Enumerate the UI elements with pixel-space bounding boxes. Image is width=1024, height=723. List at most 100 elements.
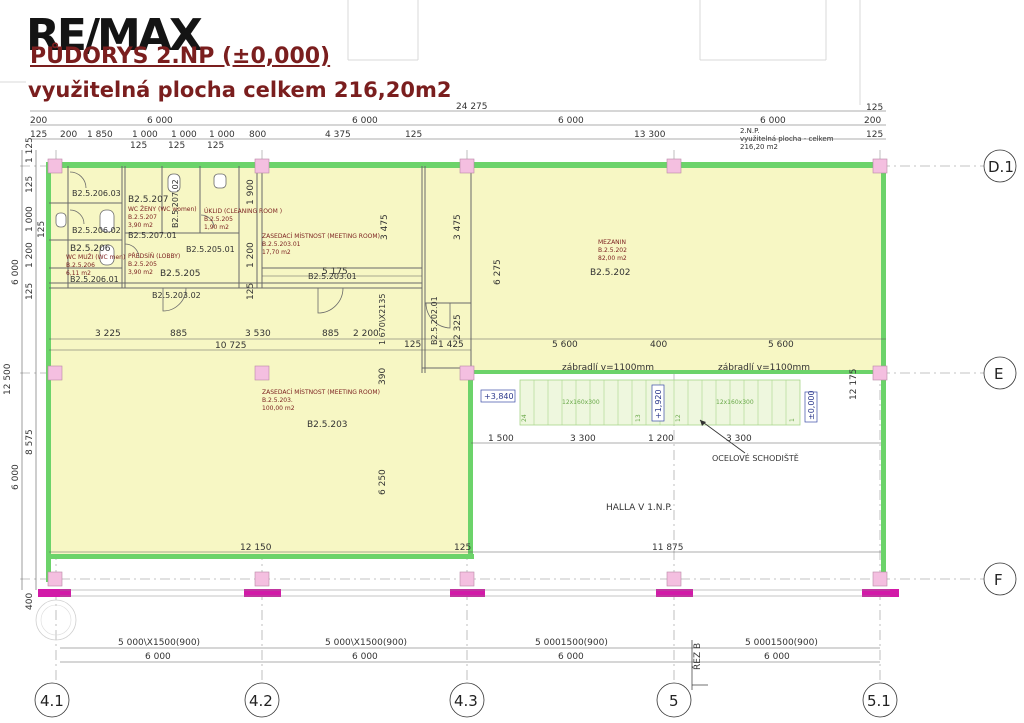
stair-step-13: 13 <box>635 414 642 422</box>
room-207-l1: WC ŽENY (WC women) <box>128 205 197 213</box>
dim-left-7: 12 500 <box>3 363 13 395</box>
dim-a-5: 125 <box>404 340 421 350</box>
span-1: 6 000 <box>352 652 378 662</box>
door-swings <box>69 171 451 329</box>
room-206-l2: B.2.5.206 <box>66 262 95 269</box>
dim-v4: 12 175 <box>849 369 859 401</box>
grid-v-42: 4.2 <box>249 692 273 710</box>
room-205-01: B2.5.205.01 <box>186 245 235 254</box>
grid-origin-circle <box>35 599 77 641</box>
dim-top-r2-2: 1 850 <box>87 130 113 140</box>
dim-top-r1-5: 200 <box>864 116 881 126</box>
grid-v-51: 5.1 <box>867 692 891 710</box>
dim-left-5: 125 <box>25 283 35 300</box>
dim-v3: 6 275 <box>493 259 503 285</box>
dim-b: 10 725 <box>215 341 247 351</box>
stair-label-1: 12x160x300 <box>562 399 600 406</box>
grid-v-5: 5 <box>669 692 679 710</box>
section-b: ŘEZ B <box>692 643 703 670</box>
dim-c-2: 1 200 <box>648 434 674 444</box>
room-labels: B2.5.206.03 B2.5.207 WC ŽENY (WC women) … <box>66 179 631 430</box>
dim-v5: 1 900 <box>246 179 256 205</box>
opening-2: 5 0001500(900) <box>535 638 608 648</box>
dim-v7: 125 <box>246 283 256 300</box>
dim-top-r1-3: 6 000 <box>558 116 584 126</box>
annotations: zábradlí v=1100mm zábradlí v=1100mm +3,8… <box>480 363 818 513</box>
dim-v11: 6 250 <box>378 469 388 495</box>
room-205u-l2: B.2.5.205 <box>204 216 233 223</box>
dim-left-2: 1 000 <box>25 206 35 232</box>
dim-a-8: 400 <box>650 340 667 350</box>
bottom-dimensions: 5 000\X1500(900) 5 000\X1500(900) 5 0001… <box>25 593 818 690</box>
dim-v1: 3 475 <box>380 214 390 240</box>
dim-a-0: 3 225 <box>95 329 121 339</box>
dim-top-r1-end: 125 <box>866 103 883 113</box>
stair-label-2: 12x160x300 <box>716 399 754 406</box>
dim-v9: 390 <box>378 368 388 385</box>
room-206-03: B2.5.206.03 <box>72 189 121 198</box>
columns <box>47 158 888 587</box>
level-1920: +1,920 <box>654 389 663 419</box>
dim-top-r2-10: 125 <box>866 130 883 140</box>
remax-logo: RE/MAX <box>26 10 203 61</box>
dim-a-4: 2 200 <box>353 329 379 339</box>
sanitary-fixtures <box>55 173 227 266</box>
dim-400: 400 <box>25 593 35 610</box>
room-206-01: B2.5.206.01 <box>70 275 119 284</box>
dim-c-1: 3 300 <box>570 434 596 444</box>
dim-v8: 1 670\X2135 <box>378 294 387 345</box>
room-205u-l1: ÚKLID (CLEANING ROOM ) <box>204 208 282 215</box>
legend-line-2: využitelná plocha - celkem <box>740 135 834 143</box>
dim-top-r3-0: 125 <box>130 141 147 151</box>
plan-subtitle: využitelná plocha celkem 216,20m2 <box>28 78 452 102</box>
room-203-01-l2: B.2.5.203.01 <box>262 241 301 248</box>
room-203-l2: B.2.5.203. <box>262 397 293 404</box>
dim-d-2: 11 875 <box>652 543 684 553</box>
dim-a-2: 3 530 <box>245 329 271 339</box>
room-205-l2: B.2.5.205 <box>128 261 157 268</box>
dim-left-4: 1 200 <box>25 242 35 268</box>
inner-dimensions: 3 225 885 3 530 885 2 200 125 1 425 5 60… <box>95 179 859 553</box>
room-203-01-l3: 17,70 m2 <box>262 249 291 256</box>
opening-1: 5 000\X1500(900) <box>325 638 407 648</box>
dim-a-6: 1 425 <box>438 340 464 350</box>
opening-0: 5 000\X1500(900) <box>118 638 200 648</box>
dim-a-7: 5 600 <box>552 340 578 350</box>
dim-left-3: 125 <box>37 221 47 238</box>
railing-left: zábradlí v=1100mm <box>562 363 654 373</box>
dim-top-r2-6: 800 <box>249 130 266 140</box>
dim-left-1: 125 <box>25 176 35 193</box>
room-205-l3: 3,90 m2 <box>128 269 153 276</box>
dimension-lines <box>21 110 886 663</box>
room-207-l2: B.2.5.207 <box>128 214 157 221</box>
dim-c-3: 3 300 <box>726 434 752 444</box>
room-206-02: B2.5.206.02 <box>72 226 121 235</box>
span-0: 6 000 <box>145 652 171 662</box>
room-207-code: B2.5.207 <box>128 195 169 205</box>
dim-d-1: 125 <box>454 543 471 553</box>
grid-v-43: 4.3 <box>454 692 478 710</box>
room-203-01-code: B2.5.203.01 <box>308 272 357 281</box>
plan-title: PŮDORYS 2.NP (±0,000) <box>30 44 331 69</box>
dim-c-0: 1 500 <box>488 434 514 444</box>
dim-top-r2-4: 1 000 <box>171 130 197 140</box>
dim-left-9: 6 000 <box>11 464 21 490</box>
dim-v2: 3 475 <box>453 214 463 240</box>
legend-line-3: 216,20 m2 <box>740 143 778 151</box>
dim-top-r2-1: 200 <box>60 130 77 140</box>
dim-top-r2-0: 125 <box>30 130 47 140</box>
dim-top-r3-1: 125 <box>168 141 185 151</box>
grid-origin-circle-inner <box>40 604 72 636</box>
room-203-01-l1: ZASEDACÍ MÍSTNOST (MEETING ROOM) <box>262 233 380 240</box>
span-2: 6 000 <box>558 652 584 662</box>
facade-line <box>60 589 890 597</box>
dim-v6: 1 200 <box>246 242 256 268</box>
hall-label: HALLA V 1.N.P. <box>606 503 672 513</box>
dim-5175: 5 175 <box>322 267 348 277</box>
dim-overall: 24 275 <box>456 102 488 112</box>
dim-left-0: 1 125 <box>25 137 35 163</box>
level-3840: +3,840 <box>484 392 514 401</box>
grid-bubbles: D.1 E F 4.1 4.2 4.3 5 5.1 <box>34 149 1017 718</box>
dim-top-r3-2: 125 <box>207 141 224 151</box>
